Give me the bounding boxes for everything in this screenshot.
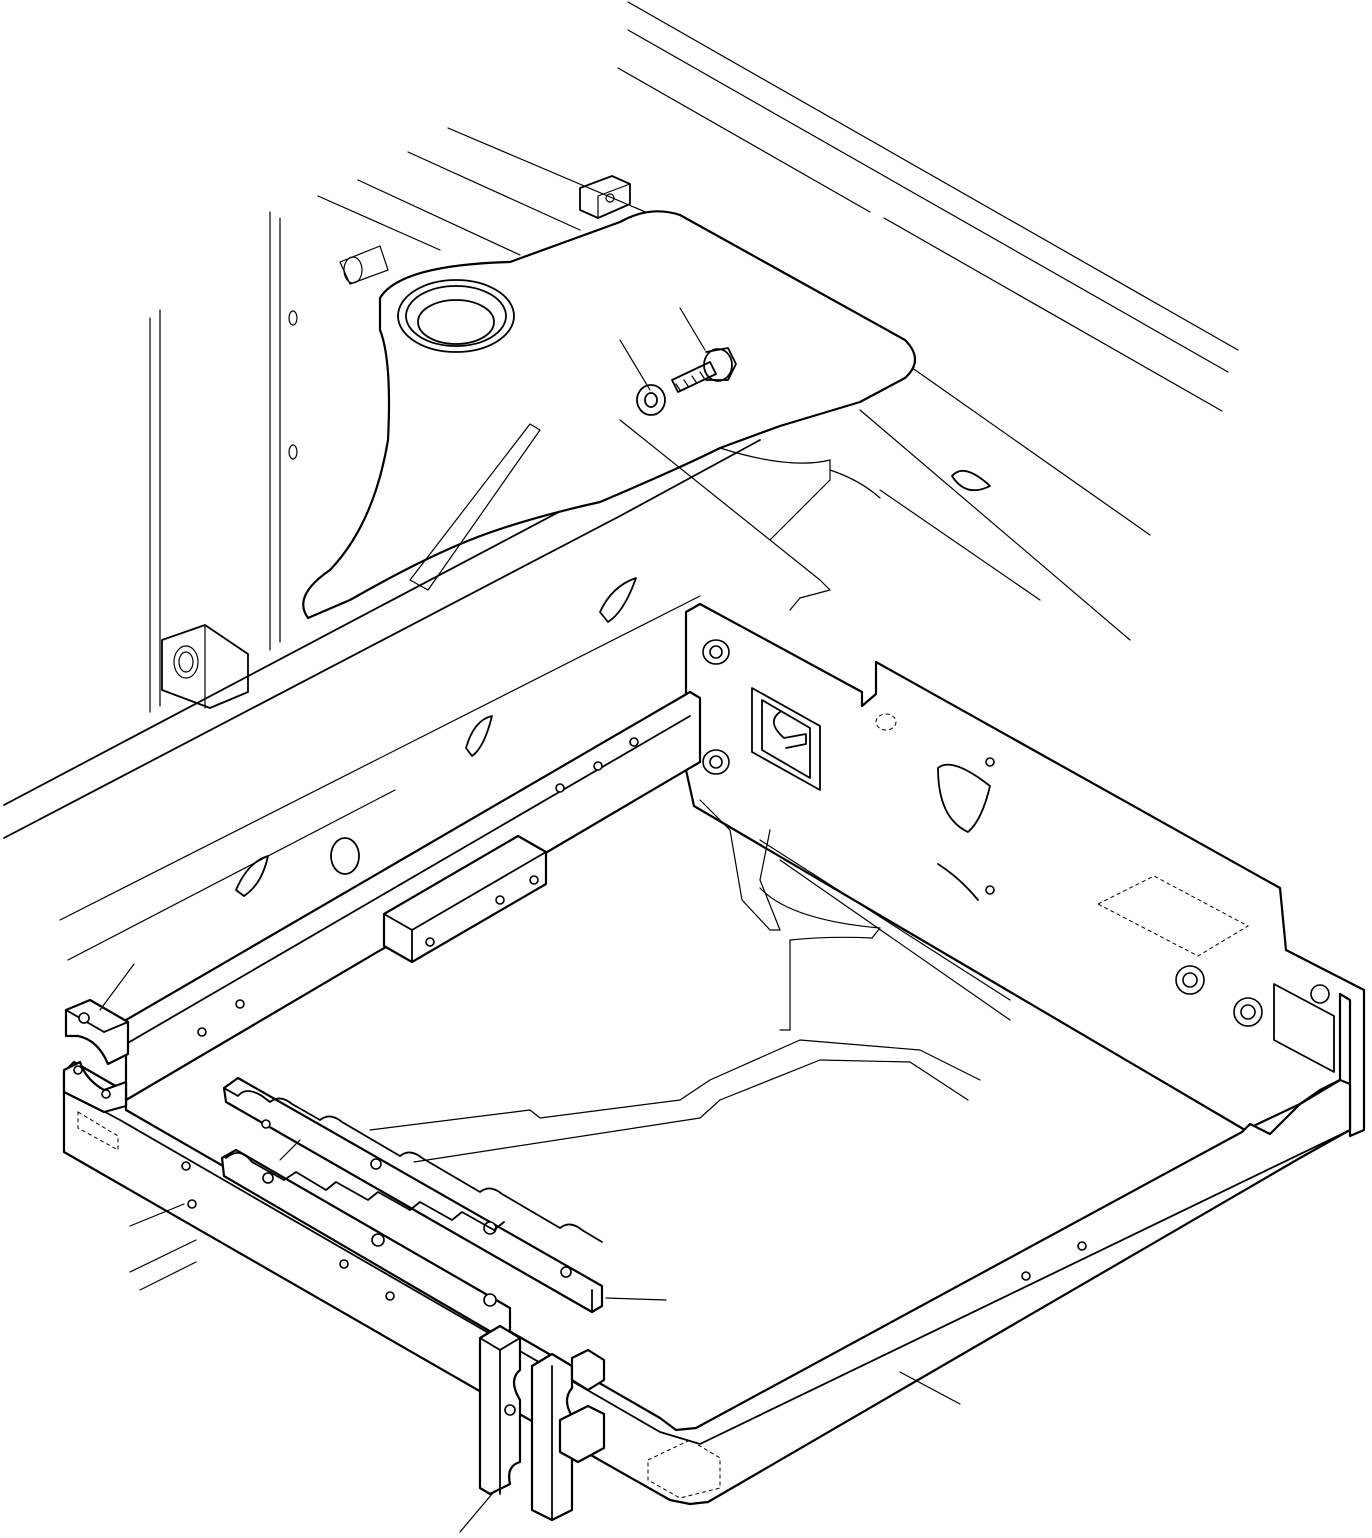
rear-panel bbox=[684, 602, 1366, 1138]
top-clip bbox=[579, 175, 631, 219]
end-cap-upper bbox=[64, 963, 135, 1066]
inner-floor bbox=[369, 799, 1011, 1163]
clamp-bar-lower bbox=[220, 1139, 512, 1338]
leader-lines bbox=[129, 1203, 961, 1405]
left-posts bbox=[149, 211, 298, 713]
end-cap-lower bbox=[62, 1060, 128, 1114]
rail-bar bbox=[382, 834, 548, 964]
pivot-bracket bbox=[302, 210, 917, 620]
main-frame-tray bbox=[62, 1060, 1352, 1506]
frame-loops bbox=[235, 469, 991, 897]
front-clamp-pieces bbox=[459, 1324, 606, 1533]
post-mount-block bbox=[161, 624, 249, 709]
bolt-and-washer bbox=[619, 307, 831, 611]
